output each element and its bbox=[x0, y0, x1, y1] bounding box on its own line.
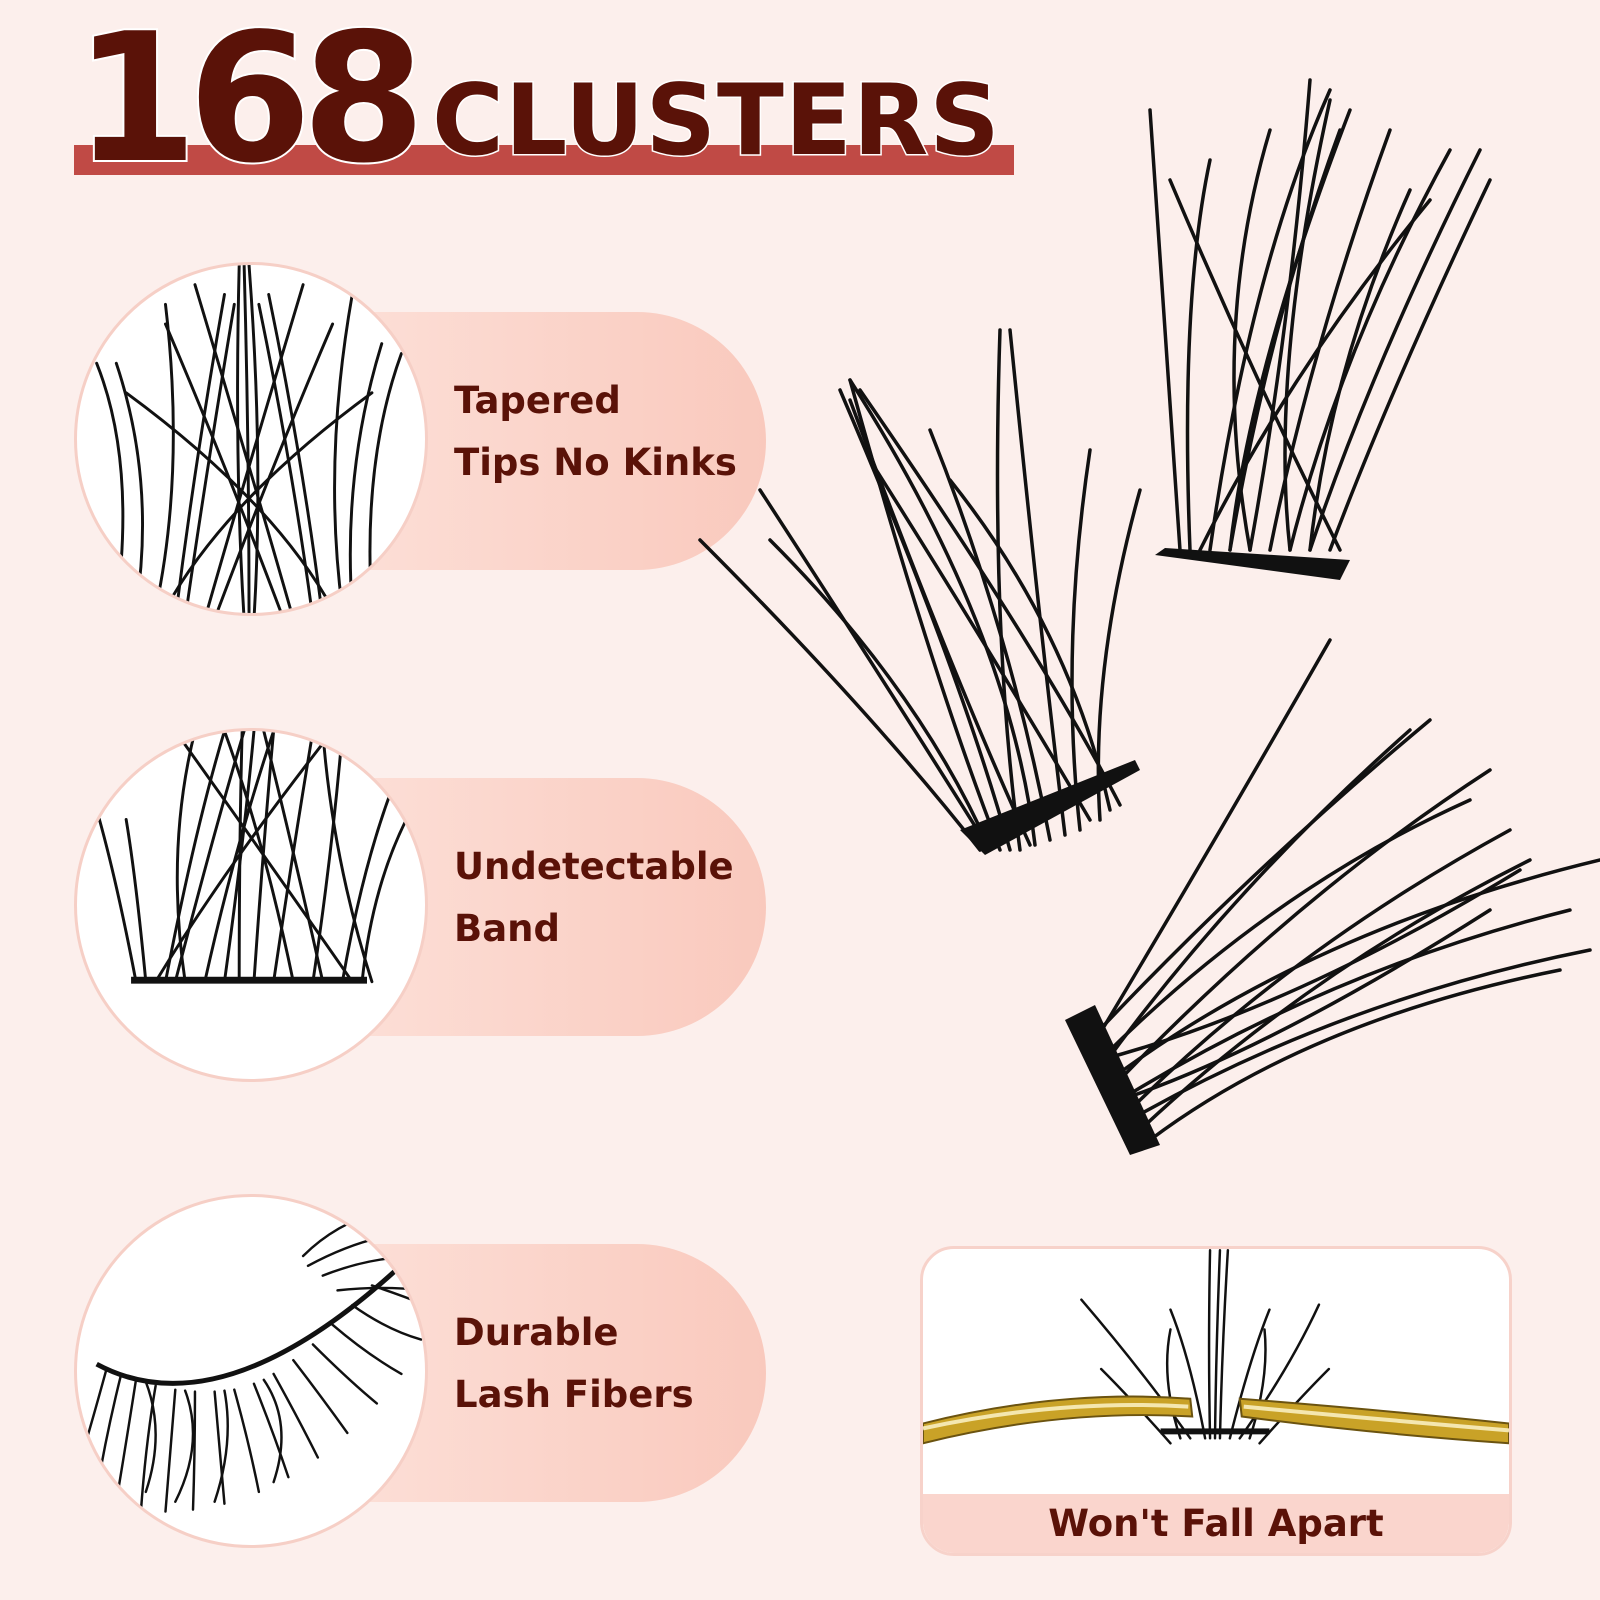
tapered-tips-closeup-drawing bbox=[95, 265, 403, 613]
headline-word: CLUSTERS bbox=[431, 64, 1002, 178]
wont-fall-apart-card: Won't Fall Apart bbox=[920, 1246, 1512, 1556]
feature-tapered-tips: Tapered Tips No Kinks bbox=[0, 262, 780, 622]
lash-clusters-drawing bbox=[698, 78, 1600, 1155]
feature-undetectable-band: Undetectable Band bbox=[0, 728, 780, 1088]
tapered-tips-closeup-image bbox=[74, 262, 428, 616]
tweezers-holding-cluster-drawing bbox=[923, 1249, 1509, 1445]
lash-cluster-middle bbox=[698, 328, 1142, 852]
feature-label-line-1: Undetectable bbox=[454, 845, 734, 888]
eye-with-lashes-image bbox=[74, 1194, 428, 1548]
feature-label-line-2: Lash Fibers bbox=[454, 1373, 694, 1416]
lash-cluster-bottom-right bbox=[1088, 638, 1600, 1142]
headline-number: 168 bbox=[72, 0, 428, 202]
feature-durable-fibers: Durable Lash Fibers bbox=[0, 1194, 780, 1554]
headline-underline-bar bbox=[74, 145, 1014, 175]
tweezers-holding-cluster-image bbox=[923, 1249, 1509, 1494]
feature-label: Durable Lash Fibers bbox=[454, 1302, 774, 1426]
feature-label: Tapered Tips No Kinks bbox=[454, 370, 774, 494]
feature-label-line-2: Tips No Kinks bbox=[454, 441, 737, 484]
lash-cluster-top-right bbox=[1148, 78, 1492, 552]
feature-label: Undetectable Band bbox=[454, 836, 774, 960]
three-lash-clusters-image bbox=[690, 70, 1600, 1180]
feature-label-line-1: Tapered bbox=[454, 379, 621, 422]
feature-label-line-2: Band bbox=[454, 907, 560, 950]
lash-band-closeup-image bbox=[74, 728, 428, 1082]
card-caption-background bbox=[923, 1494, 1509, 1553]
lash-band-closeup-drawing bbox=[95, 731, 408, 984]
card-caption: Won't Fall Apart bbox=[1048, 1502, 1384, 1545]
feature-label-line-1: Durable bbox=[454, 1311, 619, 1354]
eye-with-lashes-drawing bbox=[77, 1205, 425, 1513]
